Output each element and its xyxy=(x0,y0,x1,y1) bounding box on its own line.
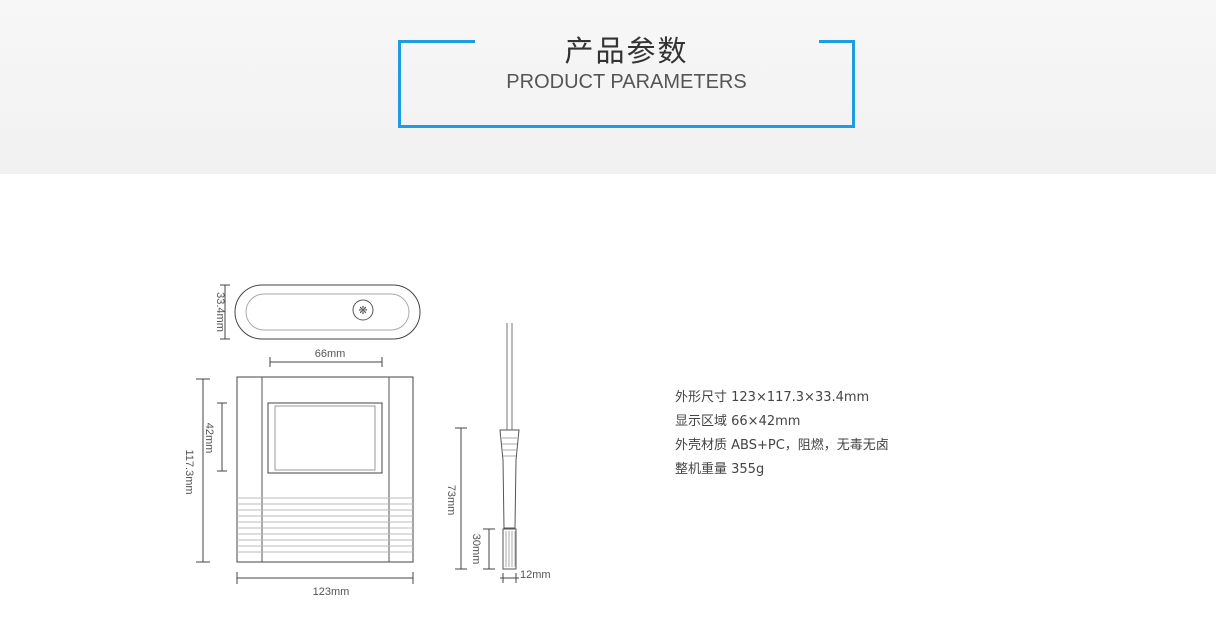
page-title: 产品参数 xyxy=(564,34,689,68)
spec-list: 外形尺寸 123×117.3×33.4mm 显示区域 66×42mm 外壳材质 … xyxy=(675,386,889,482)
dim-height-label: 117.3mm xyxy=(183,449,195,494)
header-banner xyxy=(0,0,1216,174)
top-view: ❋ 33.4mm xyxy=(214,284,421,340)
dim-width-label: 123mm xyxy=(313,586,350,598)
dim-probe-diameter-label: 12mm xyxy=(520,569,551,581)
spec-weight: 整机重量 355g xyxy=(675,462,765,477)
spec-dimensions: 外形尺寸 123×117.3×33.4mm xyxy=(675,390,870,405)
spec-display-area: 显示区域 66×42mm xyxy=(675,414,801,429)
dim-probe-head-label: 30mm xyxy=(470,534,482,565)
spec-housing-material: 外壳材质 ABS+PC，阻燃，无毒无卤 xyxy=(675,438,889,453)
page-subtitle: PRODUCT PARAMETERS xyxy=(506,71,747,93)
probe-view: 73mm 30mm 12mm xyxy=(445,323,551,583)
front-view: 66mm 42mm 117.3mm 123mm xyxy=(183,348,414,598)
header-frame xyxy=(398,40,855,128)
dim-thickness-label: 33.4mm xyxy=(214,292,226,332)
dim-display-width-label: 66mm xyxy=(315,348,346,360)
svg-text:❋: ❋ xyxy=(358,304,367,317)
dim-probe-length-label: 73mm xyxy=(445,485,457,516)
dim-display-height-label: 42mm xyxy=(203,423,215,454)
